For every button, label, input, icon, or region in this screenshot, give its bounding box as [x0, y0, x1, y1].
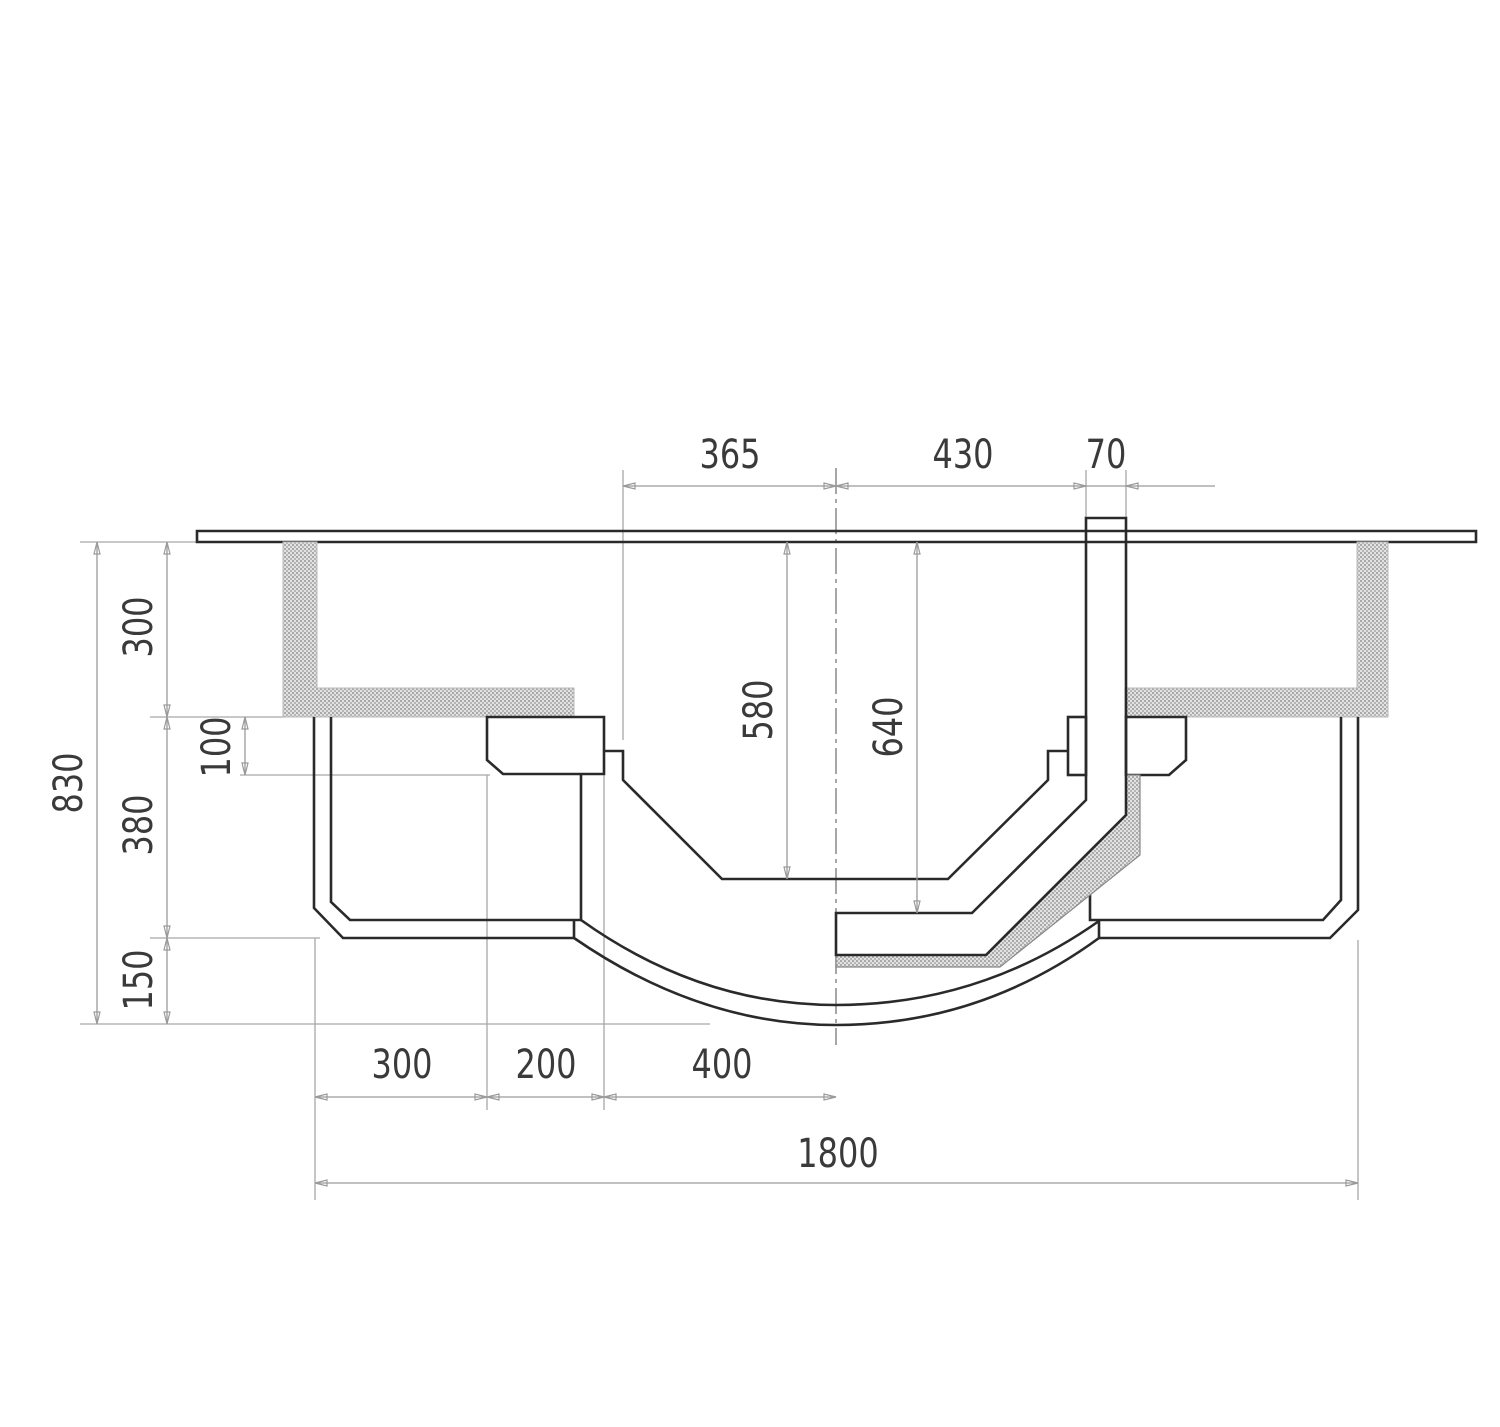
- dim-150: 150: [114, 949, 161, 1010]
- right-support-block: [1124, 715, 1188, 777]
- outer-arc: [573, 936, 1100, 1027]
- dim-380: 380: [114, 794, 161, 855]
- dim-830: 830: [44, 752, 91, 813]
- dim-100: 100: [192, 716, 239, 777]
- left-inner-wall: [329, 717, 583, 922]
- cut-insulation: [835, 774, 1141, 968]
- extension-lines: [80, 470, 1359, 1200]
- dim-300-bottom: 300: [371, 1040, 432, 1087]
- right-small-block: [1066, 715, 1088, 777]
- dim-580: 580: [734, 679, 781, 740]
- dim-365: 365: [699, 430, 760, 477]
- dim-70: 70: [1086, 430, 1127, 477]
- dim-640: 640: [864, 696, 911, 757]
- right-inner-wall: [1088, 717, 1343, 922]
- inner-basin: [604, 749, 1068, 881]
- left-support-block: [485, 715, 606, 776]
- dim-400: 400: [691, 1040, 752, 1087]
- dim-1800: 1800: [797, 1129, 878, 1176]
- dim-430: 430: [932, 430, 993, 477]
- dim-300-left: 300: [114, 596, 161, 657]
- dimension-lines: [93, 482, 1359, 1187]
- top-plate: [195, 529, 1478, 544]
- left-insulation: [282, 541, 575, 718]
- dim-200: 200: [515, 1040, 576, 1087]
- right-insulation: [1124, 541, 1389, 718]
- dimension-labels: 365 430 70 830 300 100 380 150 580 640 3…: [44, 430, 1126, 1176]
- cut-section-wall: [834, 516, 1128, 957]
- right-outer-wall: [1097, 717, 1360, 940]
- inner-arc: [580, 918, 1100, 1007]
- left-outer-wall: [312, 717, 576, 940]
